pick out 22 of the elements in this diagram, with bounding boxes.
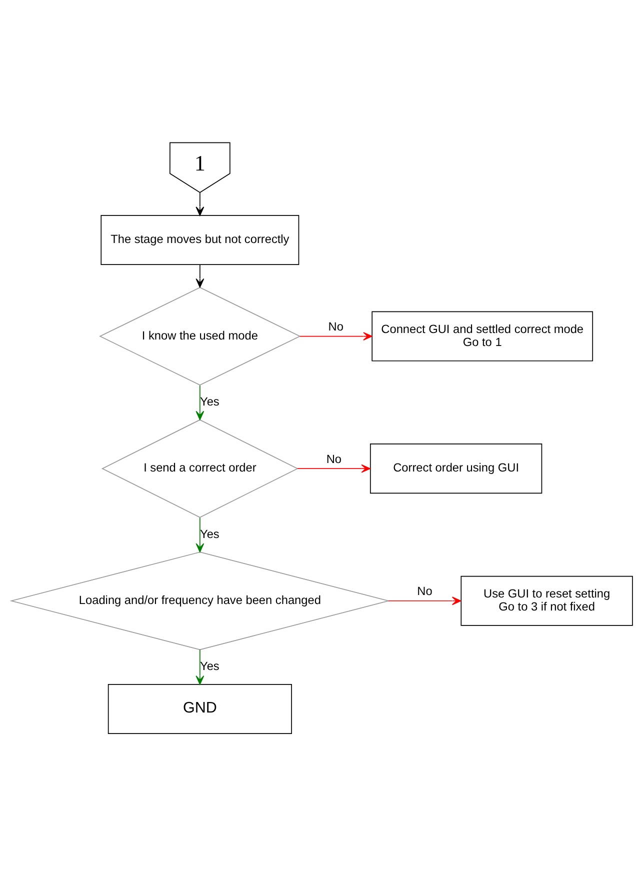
edge-label: Yes bbox=[200, 659, 220, 674]
arrow bbox=[196, 517, 204, 552]
node-box: Connect GUI and settled correct mode Go to 1 bbox=[372, 311, 594, 362]
node-diamond: I know the used mode bbox=[99, 287, 301, 386]
arrow bbox=[299, 332, 372, 341]
edge-label: Yes bbox=[200, 394, 220, 409]
edge-label: No bbox=[328, 320, 344, 334]
arrow bbox=[196, 192, 204, 216]
node-box: GND bbox=[108, 684, 292, 734]
arrow bbox=[388, 596, 462, 606]
edge-label: No bbox=[326, 452, 342, 466]
node-diamond: Loading and/or frequency have been changed bbox=[10, 552, 390, 650]
arrow bbox=[196, 649, 204, 685]
arrow bbox=[196, 384, 204, 420]
edge-label: No bbox=[417, 584, 432, 598]
node-diamond: I send a correct order bbox=[101, 419, 298, 518]
node-box: The stage moves but not correctly bbox=[100, 215, 300, 266]
arrow bbox=[196, 264, 204, 288]
arrow bbox=[297, 464, 370, 473]
node-box: Correct order using GUI bbox=[370, 444, 542, 494]
edge-label: Yes bbox=[200, 526, 220, 541]
node-box: Use GUI to reset setting Go to 3 if not fixed bbox=[460, 576, 633, 626]
